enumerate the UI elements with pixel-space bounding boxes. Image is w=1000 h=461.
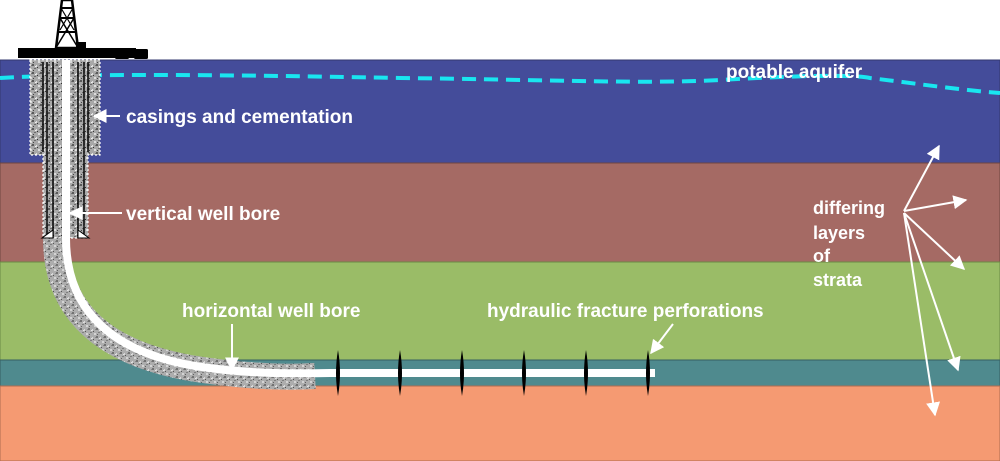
horizontal-bore-label: horizontal well bore [182, 301, 360, 322]
casing-shoe-right [77, 229, 91, 239]
casings-label: casings and cementation [126, 107, 353, 128]
perforations-arrow [650, 323, 674, 355]
potable-aquifer-label: potable aquifer [726, 62, 863, 83]
strata-label: differing layers of strata [813, 198, 885, 290]
equipment-block-icon [115, 49, 129, 59]
perforations-label: hydraulic fracture perforations [487, 301, 764, 322]
strata-label-line: layers [813, 223, 865, 243]
strata-label-line: strata [813, 270, 863, 290]
aquifer-layer [0, 59, 1000, 164]
vertical-bore-label: vertical well bore [126, 204, 280, 225]
perforation-marker [646, 350, 650, 396]
aquifer-boundary-line [0, 73, 1000, 95]
basement-stratum [0, 385, 1000, 461]
perforation-marker [584, 350, 588, 396]
strata-label-line: of [813, 246, 831, 266]
perforation-marker [398, 350, 402, 396]
strata-label-line: differing [813, 198, 885, 218]
perforation-marker [460, 350, 464, 396]
sky [0, 0, 1000, 60]
equipment-block-icon [134, 49, 148, 59]
strata-arrows [903, 144, 968, 417]
perforation-marker [522, 350, 526, 396]
casing-shoe-left [40, 229, 54, 239]
brown-stratum [0, 162, 1000, 263]
perforations [336, 350, 650, 396]
casing-lines [42, 62, 89, 238]
drilling-rig-icon [18, 0, 136, 58]
well-bore [62, 60, 655, 378]
green-stratum [0, 261, 1000, 361]
perforation-marker [336, 350, 340, 396]
